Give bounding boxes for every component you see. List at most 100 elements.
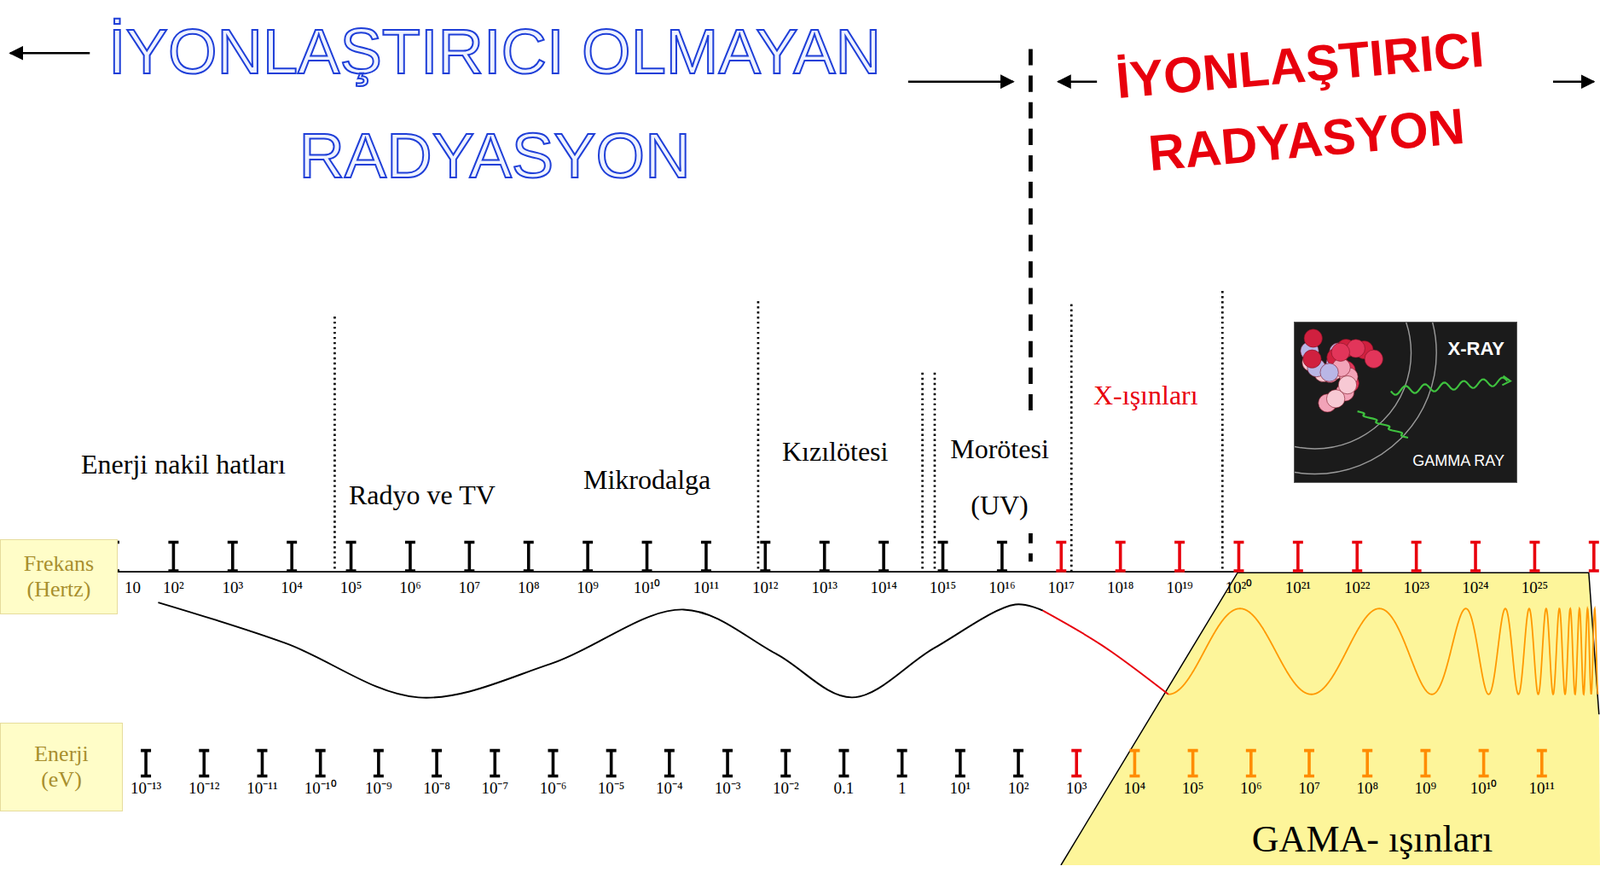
section-heading-holder: İYONLAŞTIRICI RADYASYON (1075, 8, 1531, 198)
frequency-tick (997, 541, 1008, 571)
frequency-value: 10¹³ (811, 579, 838, 598)
frequency-tick (405, 541, 416, 571)
frequency-tick (1529, 541, 1540, 571)
energy-value: 10¹ (949, 778, 971, 797)
frequency-value-holder: 10¹⁶ (988, 579, 1015, 598)
energy-value-holder: 10⁻⁹ (365, 778, 393, 797)
frequency-tick (463, 541, 475, 571)
frequency-value: 10¹⁹ (1165, 579, 1193, 598)
frequency-value-holder: 10²⁴ (1461, 579, 1489, 598)
frequency-tick (1233, 541, 1244, 571)
frequency-value: 10⁴ (280, 579, 303, 598)
frequency-tick (286, 541, 297, 571)
axis-title-box: Enerji (eV) (0, 722, 123, 812)
energy-value: 10⁻⁸ (423, 778, 451, 797)
energy-value-holder: 10⁷ (1298, 778, 1321, 797)
frequency-value: 10²⁵ (1521, 579, 1548, 598)
energy-tick (547, 750, 558, 777)
frequency-value-holder: 10¹² (752, 579, 778, 598)
energy-value-holder: 10⁻⁶ (539, 778, 568, 797)
band-name: X-ışınları (1091, 379, 1200, 412)
frequency-tick (759, 541, 771, 571)
frequency-tick (1411, 541, 1422, 571)
energy-value-holder: 10² (1008, 778, 1030, 797)
frequency-value-holder: 10¹¹ (693, 579, 719, 598)
xray-gamma-picture: X-RAYGAMMA RAY (1293, 321, 1518, 483)
energy-value: 1 (898, 778, 907, 797)
energy-value-holder: 10³ (1066, 778, 1088, 797)
energy-tick (897, 750, 908, 777)
energy-value: 10⁻⁵ (597, 778, 626, 797)
axis-title: Frekans (Hertz) (14, 550, 104, 603)
energy-tick (955, 750, 966, 777)
energy-tick (722, 750, 733, 777)
energy-value: 10⁻¹³ (130, 778, 162, 797)
band-dividers (334, 290, 1223, 572)
energy-tick (780, 750, 791, 777)
band-name: Radyo ve TV (347, 479, 498, 511)
axis-title-box: Frekans (Hertz) (0, 539, 118, 615)
energy-value-holder: 10⁻³ (714, 778, 742, 797)
energy-tick (489, 750, 500, 777)
energy-value: 10⁹ (1414, 778, 1438, 797)
frequency-value-holder: 10¹⁴ (869, 579, 897, 598)
energy-tick (1071, 750, 1082, 777)
frequency-value: 10 (124, 579, 141, 598)
energy-value-holder: 10⁹ (1414, 778, 1438, 797)
gamma-region: GAMA- ışınları (1045, 571, 1600, 865)
energy-value-holder: 10⁻¹¹ (246, 778, 278, 797)
energy-value: 10⁶ (1240, 778, 1263, 797)
picture-caption: X-RAY (1448, 337, 1505, 360)
frequency-value-holder: 10²⁰ (1225, 579, 1253, 598)
frequency-tick (642, 541, 653, 571)
frequency-value-holder: 10³ (221, 579, 244, 598)
energy-tick (315, 750, 326, 777)
frequency-value: 10³ (221, 579, 244, 598)
frequency-value: 10¹⁸ (1107, 579, 1134, 598)
frequency-value-holder: 10⁴ (280, 579, 303, 598)
band-name-holder: Radyo ve TV (347, 479, 498, 511)
frequency-value-holder: 10⁸ (517, 579, 540, 598)
frequency-tick (1174, 541, 1185, 571)
energy-tick (373, 750, 384, 777)
frequency-value: 10⁸ (517, 579, 540, 598)
frequency-value: 10¹⁶ (988, 579, 1015, 598)
band-name: Kızılötesi (780, 435, 890, 468)
section-heading: İYONLAŞTIRICI RADYASYON (1075, 8, 1531, 198)
energy-value: 10⁻¹² (188, 778, 220, 797)
band-name: Mikrodalga (581, 463, 713, 496)
frequency-value: 10⁶ (399, 579, 422, 598)
energy-tick (431, 750, 442, 777)
energy-value-holder: 10⁻¹⁰ (304, 778, 337, 797)
frequency-value-holder: 10 (124, 579, 141, 598)
band-name-holder: Enerji nakil hatları (79, 448, 288, 481)
frequency-value-holder: 10²¹ (1285, 579, 1311, 598)
energy-value-holder: 10⁻⁴ (655, 778, 684, 797)
band-name-holder: X-ışınları (1091, 379, 1200, 412)
energy-value-holder: 10⁻⁵ (597, 778, 626, 797)
frequency-tick (938, 541, 949, 571)
frequency-tick (1292, 541, 1304, 571)
frequency-value: 10¹⁰ (633, 579, 661, 598)
energy-tick (1013, 750, 1024, 777)
energy-tick (140, 750, 151, 777)
frequency-tick (346, 541, 357, 571)
energy-value-holder: 10⁻⁸ (423, 778, 451, 797)
frequency-tick (168, 541, 179, 571)
frequency-value: 10⁷ (458, 579, 482, 598)
energy-value: 10¹⁰ (1470, 778, 1498, 797)
band-name: Morötesi (UV) (939, 420, 1060, 534)
energy-value: 10⁻¹¹ (246, 778, 278, 797)
energy-value: 10⁷ (1298, 778, 1321, 797)
frequency-tick (878, 541, 889, 571)
energy-tick (606, 750, 617, 777)
frequency-value: 10² (162, 579, 185, 598)
energy-value: 10⁻² (772, 778, 800, 797)
frequency-value: 10⁵ (340, 579, 363, 598)
energy-value-holder: 10¹⁰ (1470, 778, 1498, 797)
frequency-value: 10²⁰ (1225, 579, 1253, 598)
frequency-value: 10¹⁵ (929, 579, 957, 598)
frequency-value: 10¹¹ (693, 579, 719, 598)
band-name-holder: Kızılötesi (780, 435, 890, 468)
frequency-tick (1470, 541, 1481, 571)
